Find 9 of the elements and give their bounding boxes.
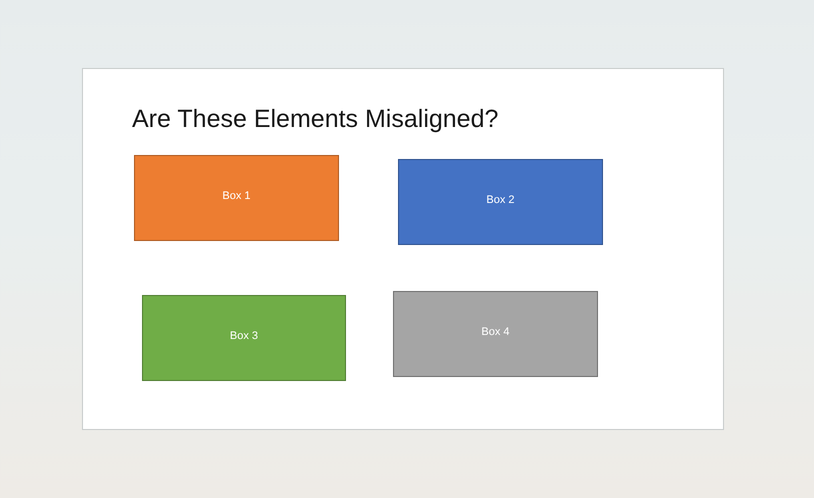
filled-rectangle bbox=[142, 295, 346, 381]
filled-rectangle bbox=[393, 291, 598, 377]
slide-title: Are These Elements Misaligned? bbox=[132, 105, 498, 134]
shape-label: Box 2 bbox=[486, 194, 515, 206]
filled-rectangle bbox=[398, 159, 603, 245]
shape-label: Box 3 bbox=[230, 330, 258, 342]
shape-label: Box 1 bbox=[222, 190, 251, 202]
filled-rectangle bbox=[134, 155, 339, 241]
shape-label: Box 4 bbox=[481, 326, 510, 338]
